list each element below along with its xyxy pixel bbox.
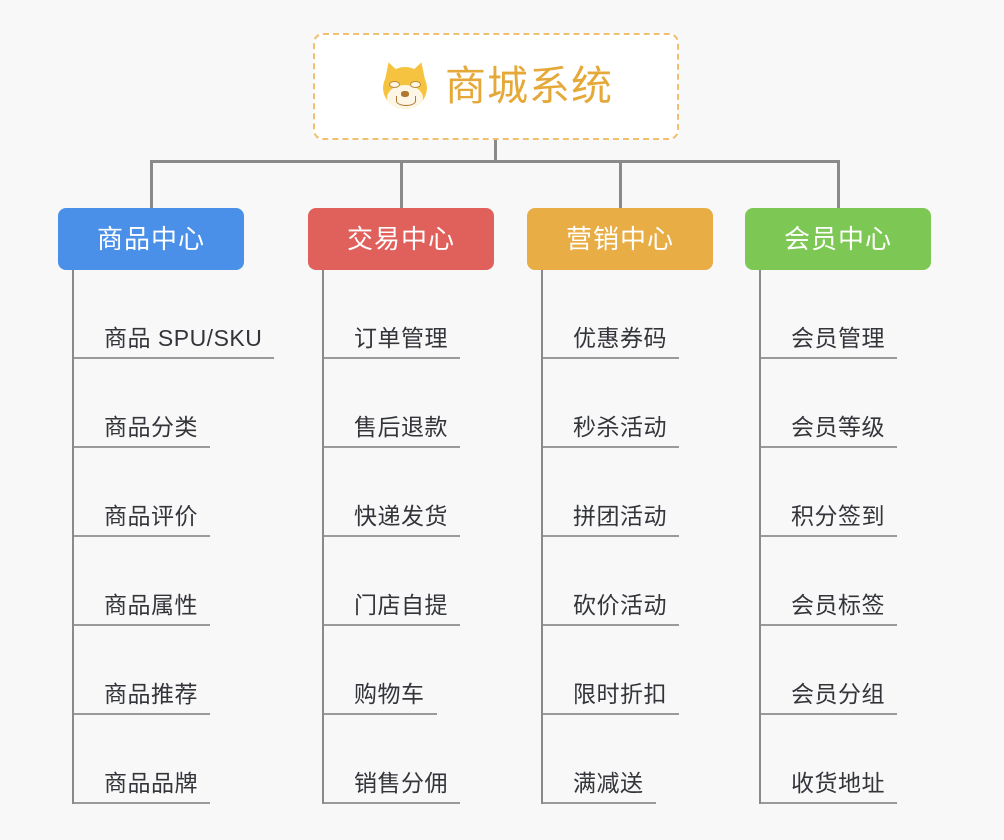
leaf-item[interactable]: 限时折扣 xyxy=(543,626,713,715)
leaf-underline xyxy=(74,802,210,804)
leaf-underline xyxy=(543,535,679,537)
connector-drop-3 xyxy=(619,160,622,208)
leaf-item[interactable]: 会员管理 xyxy=(761,270,931,359)
leaf-label: 会员等级 xyxy=(791,414,885,440)
leaf-underline xyxy=(324,624,460,626)
leaf-label: 门店自提 xyxy=(354,592,448,618)
leaf-item[interactable]: 会员等级 xyxy=(761,359,931,448)
leaf-label: 会员分组 xyxy=(791,681,885,707)
leaf-underline xyxy=(74,713,210,715)
leaf-list-2: 订单管理售后退款快递发货门店自提购物车销售分佣 xyxy=(322,270,494,804)
leaf-item[interactable]: 收货地址 xyxy=(761,715,931,804)
leaf-underline xyxy=(324,713,437,715)
leaf-label: 订单管理 xyxy=(354,325,448,351)
leaf-label: 拼团活动 xyxy=(573,503,667,529)
leaf-item[interactable]: 商品分类 xyxy=(74,359,244,448)
leaf-item[interactable]: 会员分组 xyxy=(761,626,931,715)
leaf-label: 商品评价 xyxy=(104,503,198,529)
leaf-label: 商品分类 xyxy=(104,414,198,440)
leaf-underline xyxy=(543,802,656,804)
leaf-item[interactable]: 商品品牌 xyxy=(74,715,244,804)
leaf-list-1: 商品 SPU/SKU 商品分类商品评价商品属性商品推荐商品品牌 xyxy=(72,270,275,804)
root-node[interactable]: 商城系统 xyxy=(313,33,679,140)
leaf-label: 商品推荐 xyxy=(104,681,198,707)
category-box-4[interactable]: 会员中心 xyxy=(745,208,931,270)
leaf-item[interactable]: 商品 SPU/SKU xyxy=(74,270,275,359)
leaf-underline xyxy=(543,357,679,359)
leaf-label: 会员管理 xyxy=(791,325,885,351)
leaf-label: 售后退款 xyxy=(354,414,448,440)
leaf-underline xyxy=(543,624,679,626)
leaf-underline xyxy=(761,357,897,359)
connector-horizontal-bus xyxy=(150,160,840,163)
leaf-underline xyxy=(74,535,210,537)
leaf-underline xyxy=(761,624,897,626)
leaf-label: 秒杀活动 xyxy=(573,414,667,440)
leaf-item[interactable]: 销售分佣 xyxy=(324,715,494,804)
leaf-underline xyxy=(324,357,460,359)
leaf-underline xyxy=(761,713,897,715)
leaf-underline xyxy=(761,535,897,537)
leaf-item[interactable]: 优惠券码 xyxy=(543,270,713,359)
leaf-label: 快递发货 xyxy=(354,503,448,529)
category-box-1[interactable]: 商品中心 xyxy=(58,208,244,270)
category-column-3: 营销中心优惠券码秒杀活动拼团活动砍价活动限时折扣满减送 xyxy=(527,208,713,804)
leaf-item[interactable]: 订单管理 xyxy=(324,270,494,359)
category-label: 交易中心 xyxy=(346,224,455,254)
category-box-3[interactable]: 营销中心 xyxy=(527,208,713,270)
leaf-list-4: 会员管理会员等级积分签到会员标签会员分组收货地址 xyxy=(759,270,931,804)
category-column-1: 商品中心商品 SPU/SKU 商品分类商品评价商品属性商品推荐商品品牌 xyxy=(58,208,275,804)
leaf-underline xyxy=(761,446,897,448)
connector-drop-4 xyxy=(837,160,840,208)
leaf-item[interactable]: 购物车 xyxy=(324,626,494,715)
leaf-item[interactable]: 积分签到 xyxy=(761,448,931,537)
shiba-dog-face-icon xyxy=(379,59,431,113)
leaf-list-3: 优惠券码秒杀活动拼团活动砍价活动限时折扣满减送 xyxy=(541,270,713,804)
leaf-underline xyxy=(74,357,275,359)
leaf-underline xyxy=(74,624,210,626)
leaf-item[interactable]: 拼团活动 xyxy=(543,448,713,537)
category-box-2[interactable]: 交易中心 xyxy=(308,208,494,270)
leaf-item[interactable]: 售后退款 xyxy=(324,359,494,448)
leaf-label: 会员标签 xyxy=(791,592,885,618)
leaf-item[interactable]: 秒杀活动 xyxy=(543,359,713,448)
leaf-label: 优惠券码 xyxy=(573,325,667,351)
leaf-label: 收货地址 xyxy=(791,770,885,796)
connector-drop-1 xyxy=(150,160,153,208)
leaf-item[interactable]: 商品评价 xyxy=(74,448,244,537)
category-label: 会员中心 xyxy=(783,224,892,254)
leaf-underline xyxy=(324,535,460,537)
category-column-4: 会员中心会员管理会员等级积分签到会员标签会员分组收货地址 xyxy=(745,208,931,804)
leaf-item[interactable]: 砍价活动 xyxy=(543,537,713,626)
leaf-label: 商品属性 xyxy=(104,592,198,618)
category-label: 商品中心 xyxy=(96,224,205,254)
leaf-label: 限时折扣 xyxy=(573,681,667,707)
leaf-label: 满减送 xyxy=(573,770,644,796)
leaf-item[interactable]: 商品属性 xyxy=(74,537,244,626)
leaf-underline xyxy=(74,446,210,448)
leaf-label: 销售分佣 xyxy=(354,770,448,796)
leaf-item[interactable]: 商品推荐 xyxy=(74,626,244,715)
leaf-item[interactable]: 门店自提 xyxy=(324,537,494,626)
leaf-label: 积分签到 xyxy=(791,503,885,529)
leaf-item[interactable]: 会员标签 xyxy=(761,537,931,626)
leaf-underline xyxy=(761,802,897,804)
leaf-label: 商品品牌 xyxy=(104,770,198,796)
connector-root-stem xyxy=(494,140,497,162)
leaf-item[interactable]: 满减送 xyxy=(543,715,713,804)
leaf-underline xyxy=(543,713,679,715)
category-column-2: 交易中心订单管理售后退款快递发货门店自提购物车销售分佣 xyxy=(308,208,494,804)
leaf-item[interactable]: 快递发货 xyxy=(324,448,494,537)
leaf-underline xyxy=(543,446,679,448)
category-label: 营销中心 xyxy=(565,224,674,254)
leaf-label: 砍价活动 xyxy=(573,592,667,618)
leaf-label: 购物车 xyxy=(354,681,425,707)
leaf-underline xyxy=(324,802,460,804)
leaf-label: 商品 SPU/SKU xyxy=(104,325,263,351)
connector-drop-2 xyxy=(400,160,403,208)
leaf-underline xyxy=(324,446,460,448)
root-title: 商城系统 xyxy=(445,63,613,109)
